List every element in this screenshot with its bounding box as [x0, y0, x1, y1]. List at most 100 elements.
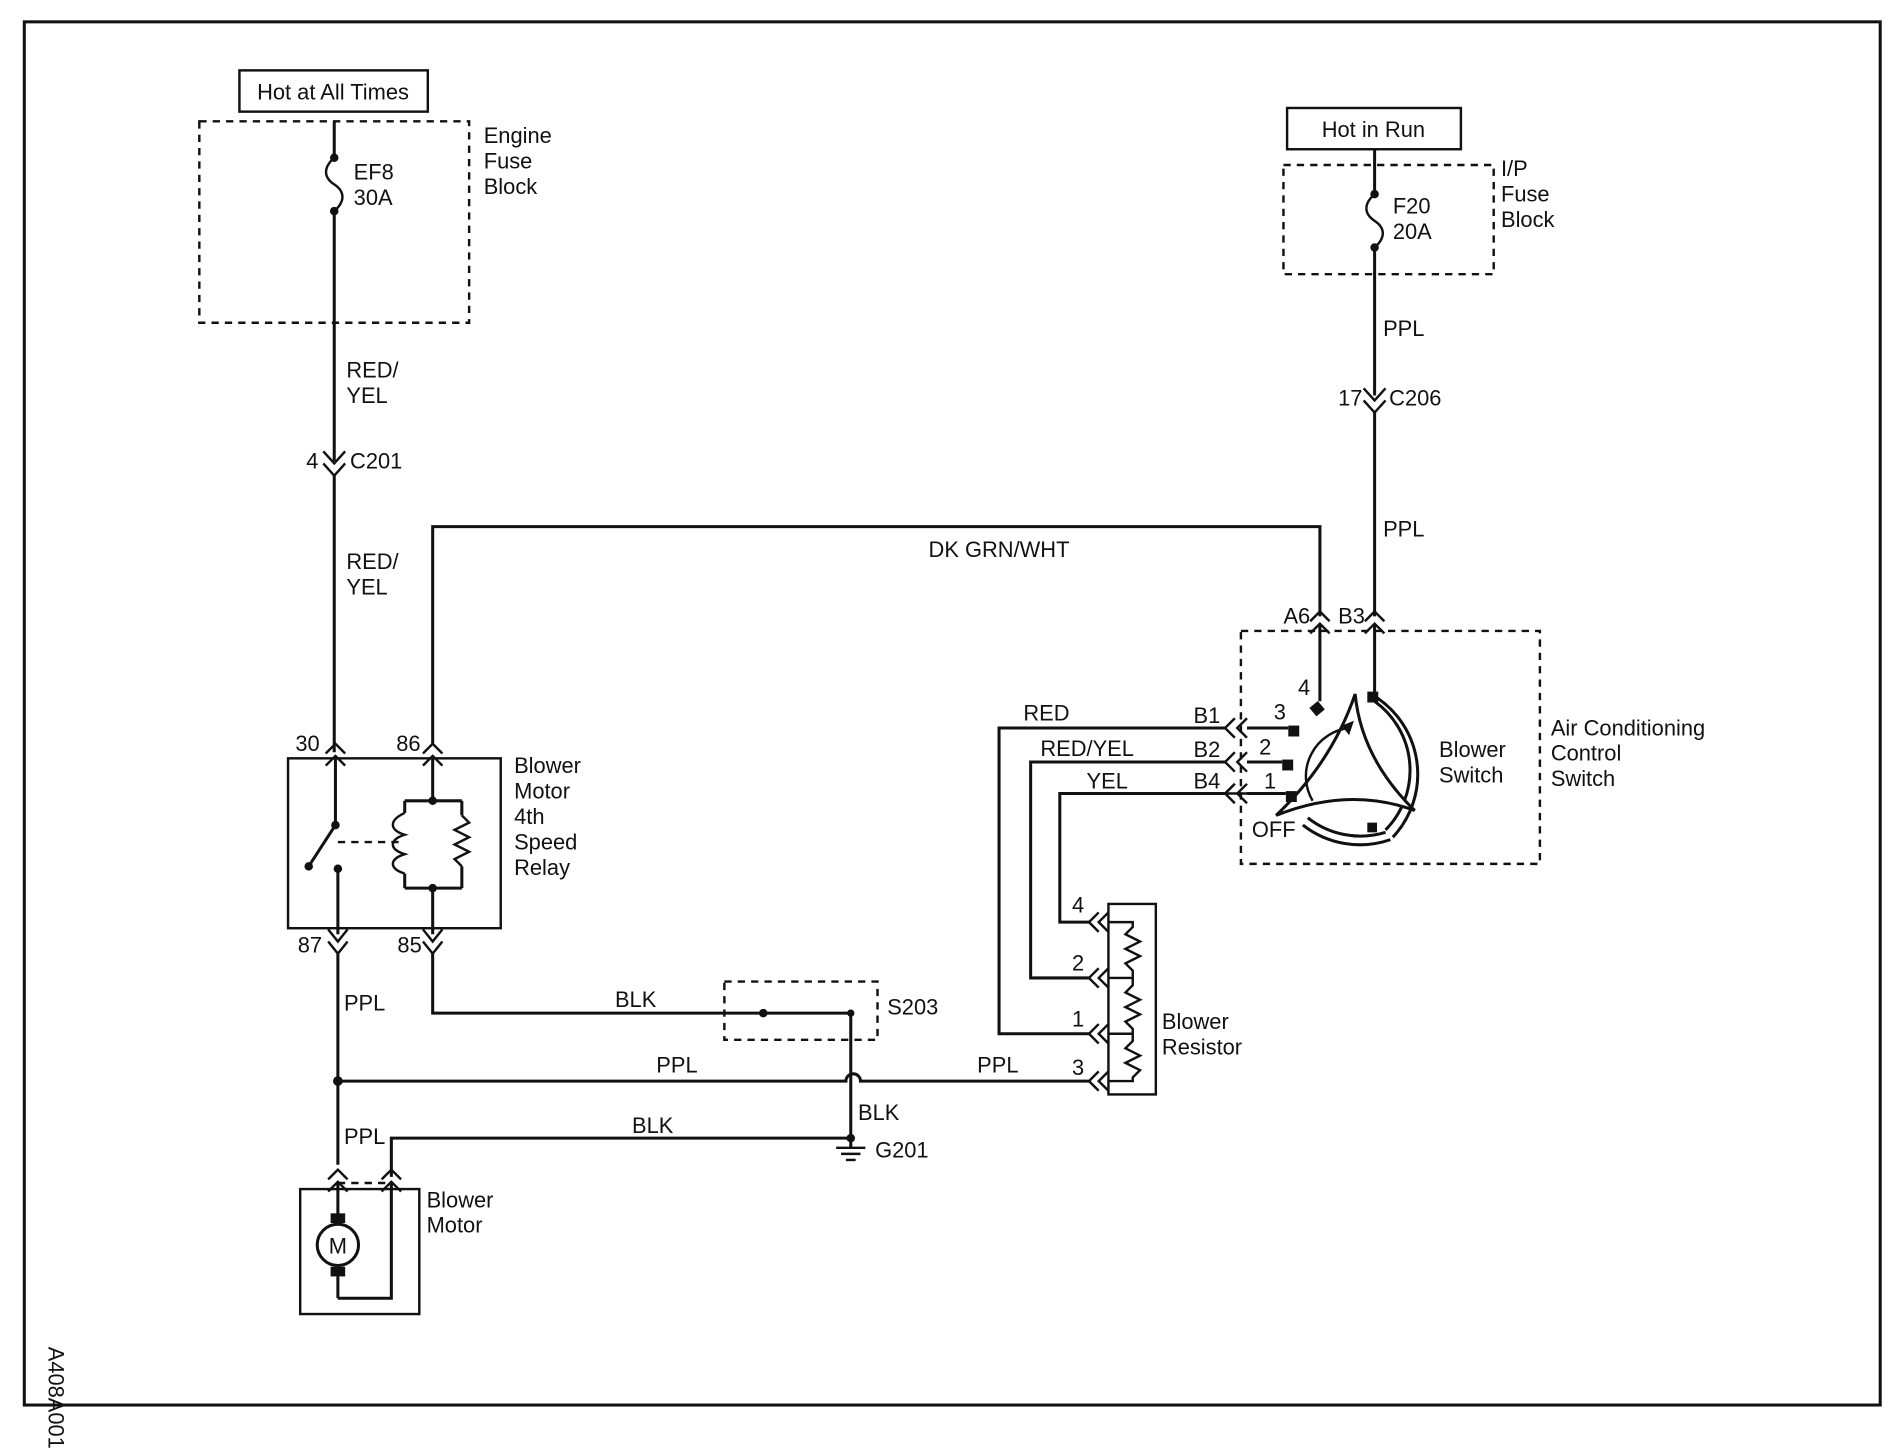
svg-text:Block: Block: [1501, 207, 1555, 232]
svg-text:Fuse: Fuse: [1501, 181, 1550, 206]
relay-coil-icon: [391, 755, 472, 935]
ac-control-switch-label: Air Conditioning Control Switch: [1551, 715, 1705, 791]
wire-red: [997, 726, 1226, 1036]
wire-label-red-yel-upper-2: YEL: [346, 383, 387, 408]
wire-red-yel: [1029, 760, 1226, 980]
fuse-ef8-icon: [324, 121, 344, 216]
fuse-f20-rating: 20A: [1393, 219, 1432, 244]
svg-text:Blower: Blower: [427, 1187, 494, 1212]
svg-text:Blower: Blower: [1162, 1009, 1229, 1034]
wire-label-ppl-motor: PPL: [344, 1124, 385, 1149]
svg-text:Speed: Speed: [514, 829, 577, 854]
splice-s203-dot: [759, 1008, 768, 1018]
svg-text:Blower: Blower: [514, 753, 581, 778]
svg-text:Fuse: Fuse: [484, 149, 533, 174]
svg-text:Block: Block: [484, 174, 538, 199]
wire-label-blk-lower: BLK: [632, 1113, 674, 1138]
svg-text:I/P: I/P: [1501, 156, 1528, 181]
blower-resistor-box: [1107, 902, 1158, 1096]
svg-text:Motor: Motor: [427, 1213, 483, 1238]
hot-at-all-times-text: Hot at All Times: [257, 80, 409, 105]
svg-text:Engine: Engine: [484, 123, 552, 148]
wire-label-yel: YEL: [1087, 769, 1128, 794]
wire-label-ppl-right: PPL: [977, 1053, 1018, 1078]
svg-text:4th: 4th: [514, 804, 544, 829]
svg-text:Relay: Relay: [514, 855, 570, 880]
wire-label-dk-grn-wht: DK GRN/WHT: [929, 537, 1070, 562]
splice-s203-dot-2: [847, 1009, 855, 1017]
ip-fuse-block-label: I/P Fuse Block: [1501, 156, 1555, 232]
wire-label-blk-upper: BLK: [615, 987, 657, 1012]
wire-label-blk-vertical: BLK: [858, 1100, 900, 1125]
relay-switch-icon: [304, 755, 399, 935]
wire-label-red-yel-lower-1: RED/: [346, 549, 399, 574]
resistor-pin-2: 2: [1072, 951, 1084, 976]
svg-text:Motor: Motor: [514, 778, 570, 803]
blower-switch-icon: [1275, 623, 1420, 847]
relay-pin-86: 86: [396, 731, 420, 756]
switch-pin-b3: B3: [1338, 604, 1365, 629]
wire-dk-grn-wht: [431, 525, 1322, 744]
resistor-pin-4: 4: [1072, 892, 1084, 917]
switch-pin-b2: B2: [1194, 737, 1221, 762]
splice-s203-outline: [723, 980, 879, 1042]
ac-control-switch-outline: [1239, 629, 1542, 866]
wire-label-red-yel-lower-2: YEL: [346, 575, 387, 600]
blower-switch-label: Blower Switch: [1439, 737, 1506, 787]
relay-pin-85: 85: [397, 932, 421, 957]
connector-c206-name: C206: [1389, 385, 1441, 410]
switch-position-off: OFF: [1252, 817, 1296, 842]
ground-g201-icon: [836, 1133, 866, 1162]
wire-yel: [1058, 792, 1226, 924]
wire-label-ppl-mid: PPL: [656, 1053, 697, 1078]
ip-fuse-block-outline: [1282, 163, 1495, 276]
wire-label-ppl-relay-87: PPL: [344, 991, 385, 1016]
page-frame: [22, 20, 1882, 1407]
fuse-ef8-rating: 30A: [354, 185, 393, 210]
fuse-f20-icon: [1365, 149, 1385, 252]
connector-c206-pin: 17: [1338, 385, 1362, 410]
splice-s203-name: S203: [887, 994, 938, 1019]
blower-motor-pin-icons: [327, 1167, 402, 1193]
svg-text:Air Conditioning: Air Conditioning: [1551, 715, 1705, 740]
switch-pins-side-icons: [1222, 717, 1289, 805]
blower-motor-label: Blower Motor: [427, 1187, 494, 1237]
wire-label-ppl-lower-right: PPL: [1383, 516, 1424, 541]
hot-in-run-label: Hot in Run: [1285, 106, 1463, 151]
switch-position-4: 4: [1298, 675, 1310, 700]
blower-resistor-label: Blower Resistor: [1162, 1009, 1242, 1059]
blower-resistor-pin-icons: [1087, 911, 1110, 1092]
switch-position-1: 1: [1264, 769, 1276, 794]
figure-code: A408A001: [44, 1347, 69, 1449]
wire-label-red-yel-upper-1: RED/: [346, 357, 399, 382]
connector-c201-name: C201: [350, 448, 402, 473]
switch-pin-b1: B1: [1194, 703, 1221, 728]
svg-text:Switch: Switch: [1439, 763, 1503, 788]
wire-blk-relay-85: [431, 953, 853, 1139]
engine-fuse-block-label: Engine Fuse Block: [484, 123, 552, 199]
wire-label-ppl-upper-right: PPL: [1383, 316, 1424, 341]
blower-motor-symbol: M: [329, 1233, 347, 1258]
hot-at-all-times-label: Hot at All Times: [238, 69, 430, 113]
relay-label: Blower Motor 4th Speed Relay: [514, 753, 581, 880]
connector-c201-pin: 4: [306, 448, 318, 473]
fuse-f20-id: F20: [1393, 194, 1431, 219]
svg-text:Resistor: Resistor: [1162, 1034, 1242, 1059]
wire-label-red: RED: [1023, 701, 1069, 726]
ground-g201-name: G201: [875, 1138, 928, 1163]
wire-blk-motor-ground: [389, 1136, 851, 1177]
switch-pin-a6: A6: [1283, 604, 1310, 629]
switch-pin-b4: B4: [1194, 769, 1221, 794]
svg-text:Control: Control: [1551, 741, 1621, 766]
switch-position-3: 3: [1274, 700, 1286, 725]
resistor-pin-1: 1: [1072, 1006, 1084, 1031]
resistor-pin-3: 3: [1072, 1055, 1084, 1080]
relay-pin-87: 87: [298, 932, 322, 957]
svg-text:Switch: Switch: [1551, 766, 1615, 791]
wire-ppl-to-resistor: [337, 1072, 1089, 1083]
switch-position-2: 2: [1259, 735, 1271, 760]
hot-in-run-text: Hot in Run: [1322, 117, 1425, 142]
blower-resistor-icon: [1108, 920, 1143, 1083]
